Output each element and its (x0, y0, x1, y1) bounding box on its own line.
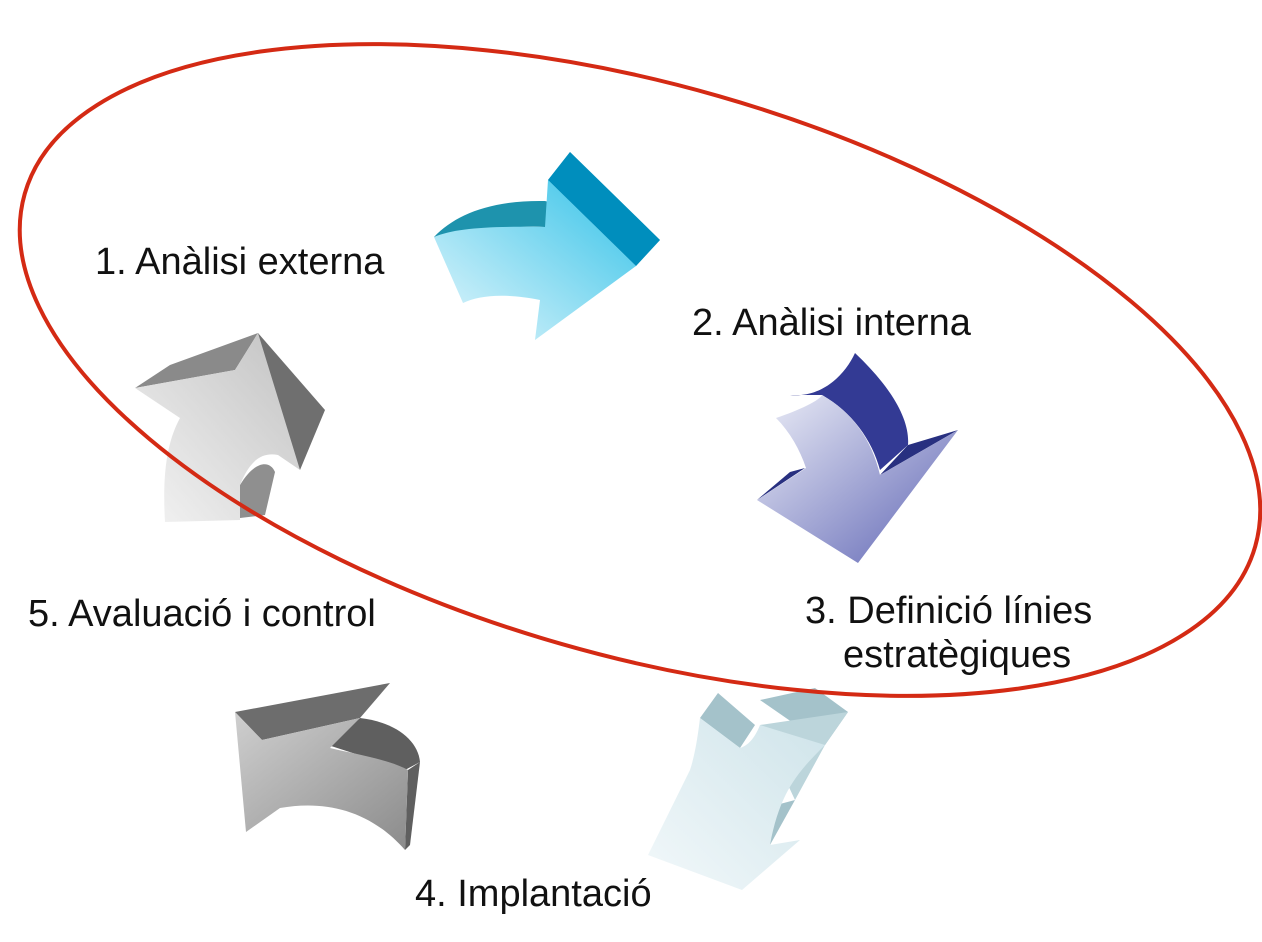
step-3-label: 3. Definició línies estratègiques (805, 589, 1092, 677)
arrow-5-to-1-icon (135, 333, 325, 522)
step-3-label-line-1: 3. Definició línies (805, 590, 1093, 632)
arrow-4-to-5-icon (235, 683, 420, 850)
step-5-label: 5. Avaluació i control (28, 593, 376, 635)
step-3-label-line-2: estratègiques (843, 634, 1072, 676)
arrow-1-to-2-icon (434, 152, 660, 340)
arrow-2-to-3-icon (757, 353, 958, 563)
arrow-3-to-4-icon (648, 688, 848, 890)
highlight-ellipse (17, 42, 1262, 698)
step-2-label: 2. Anàlisi interna (692, 302, 971, 344)
step-4-label: 4. Implantació (415, 873, 652, 915)
step-1-label: 1. Anàlisi externa (95, 241, 385, 283)
